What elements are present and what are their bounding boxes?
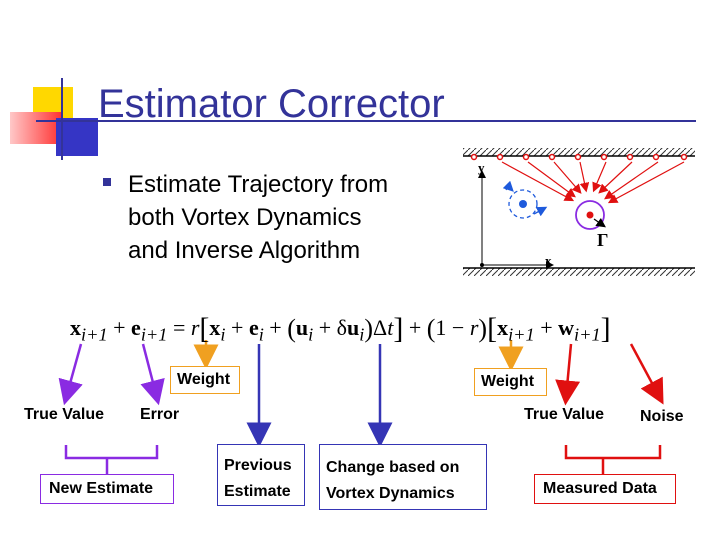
bracket-new-estimate <box>64 445 159 460</box>
true-vortex-velocity <box>593 217 606 228</box>
vortex-rotation-arrow <box>502 180 514 192</box>
measured-data-label: Measured Data <box>543 480 657 497</box>
arrow-true-value-left <box>58 343 83 406</box>
estimated-vortex-ring <box>508 189 538 219</box>
sensor-points <box>470 153 688 161</box>
arrow-error <box>140 343 165 406</box>
bullet-line-1: Estimate Trajectory from <box>128 171 389 198</box>
true-value-left-label: True Value <box>24 406 105 423</box>
top-wall <box>463 148 695 156</box>
error-label: Error <box>140 406 180 423</box>
bullet-line-2: both Vortex Dynamics <box>128 204 362 231</box>
sensor-arrows <box>501 161 685 204</box>
decor-vertical-line <box>61 78 63 160</box>
inset-y-label: y <box>478 160 485 175</box>
weight-right-box: Weight <box>474 368 547 396</box>
bullet-marker <box>103 178 111 186</box>
bullet-line-3: and Inverse Algorithm <box>128 237 361 264</box>
arrow-true-value-right <box>555 343 581 406</box>
true-vortex-ring <box>575 200 605 230</box>
estimated-vortex-center <box>519 200 527 208</box>
true-vortex-center <box>586 211 594 219</box>
slide-title: Estimator Corrector <box>98 82 445 126</box>
previous-estimate-line-2: Estimate <box>224 483 291 500</box>
previous-estimate-line-1: Previous <box>224 457 292 474</box>
new-estimate-label: New Estimate <box>49 480 154 497</box>
noise-label: Noise <box>640 408 684 425</box>
measured-data-box: Measured Data <box>534 474 676 504</box>
weight-right-label: Weight <box>481 373 535 390</box>
decor-red-square <box>10 112 62 144</box>
vortex-inset <box>463 148 695 276</box>
arrow-noise <box>629 343 664 405</box>
decor-horizontal-line <box>36 120 696 122</box>
bottom-wall <box>463 268 695 276</box>
change-line-2: Vortex Dynamics <box>326 485 455 502</box>
inset-gamma-label: Γ <box>597 230 609 250</box>
true-value-right-label: True Value <box>524 406 605 423</box>
vortex-motion-arrow <box>533 206 548 217</box>
change-vortex-box: Change based on Vortex Dynamics <box>319 444 487 510</box>
weight-left-label: Weight <box>177 371 231 388</box>
origin-dot <box>480 263 484 267</box>
change-line-1: Change based on <box>326 459 460 476</box>
weight-left-box: Weight <box>170 366 240 394</box>
bullet-text: Estimate Trajectory from both Vortex Dyn… <box>128 168 458 267</box>
previous-estimate-box: Previous Estimate <box>217 444 305 506</box>
decor-blue-square <box>56 118 98 156</box>
bracket-measured-data <box>564 445 662 460</box>
new-estimate-box: New Estimate <box>40 474 174 504</box>
estimator-equation: xi+1 + ei+1 = r[xi + ei + (ui + δui)Δt] … <box>70 312 611 345</box>
inset-x-label: x <box>545 253 552 268</box>
